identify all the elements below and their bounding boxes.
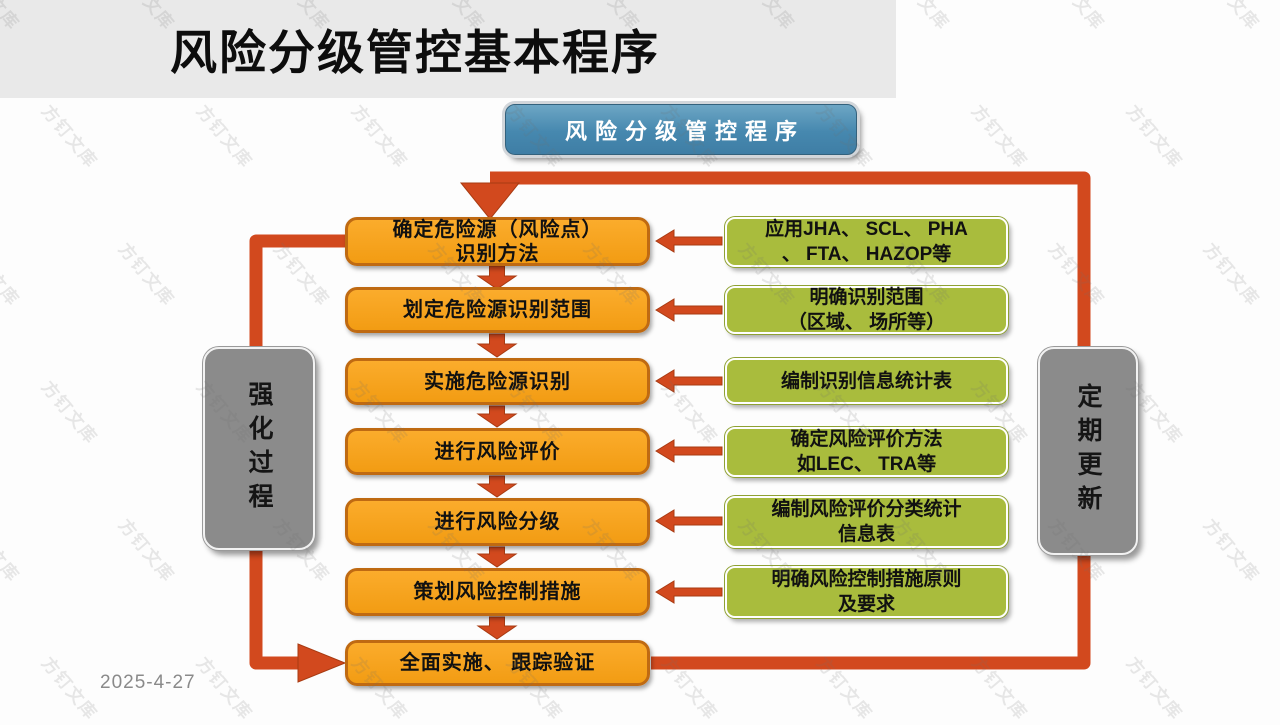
left-arrow [655, 298, 723, 322]
diagram-header-box: 风险分级管控程序 [505, 104, 857, 155]
step-box-risk-evaluation: 进行风险评价 [345, 428, 650, 475]
note-box-control-requirements: 明确风险控制措施原则 及要求 [725, 566, 1008, 618]
step-box-implement-identification: 实施危险源识别 [345, 358, 650, 405]
step-box-risk-grading: 进行风险分级 [345, 498, 650, 546]
side-label-strengthen-process: 强化过程 [203, 347, 315, 550]
left-arrow [655, 369, 723, 393]
down-arrow [476, 333, 518, 358]
title-strip [0, 0, 896, 98]
down-arrow [476, 475, 518, 498]
loop-arrowhead-down [459, 182, 521, 220]
step-box-plan-control-measures: 策划风险控制措施 [345, 568, 650, 616]
left-arrow [655, 439, 723, 463]
step-box-define-scope: 划定危险源识别范围 [345, 287, 650, 333]
slide-date: 2025-4-27 [100, 672, 196, 693]
down-arrow [476, 265, 518, 290]
note-box-classification-table: 编制风险评价分类统计 信息表 [725, 496, 1008, 548]
down-arrow [476, 546, 518, 568]
left-arrow [655, 580, 723, 604]
down-arrow [476, 405, 518, 428]
page-title: 风险分级管控基本程序 [170, 26, 660, 79]
left-arrow [655, 509, 723, 533]
down-arrow [476, 616, 518, 640]
note-box-statistics-table: 编制识别信息统计表 [725, 358, 1008, 404]
note-box-scope: 明确识别范围 （区域、 场所等） [725, 286, 1008, 334]
step-box-identify-method: 确定危险源（风险点） 识别方法 [345, 217, 650, 266]
step-box-implement-verify: 全面实施、 跟踪验证 [345, 640, 650, 686]
loop-arrowhead-right [297, 643, 347, 683]
note-box-methods: 应用JHA、 SCL、 PHA 、 FTA、 HAZOP等 [725, 217, 1008, 267]
side-label-periodic-update: 定期更新 [1038, 347, 1138, 555]
left-arrow [655, 229, 723, 253]
note-box-evaluation-method: 确定风险评价方法 如LEC、 TRA等 [725, 427, 1008, 477]
